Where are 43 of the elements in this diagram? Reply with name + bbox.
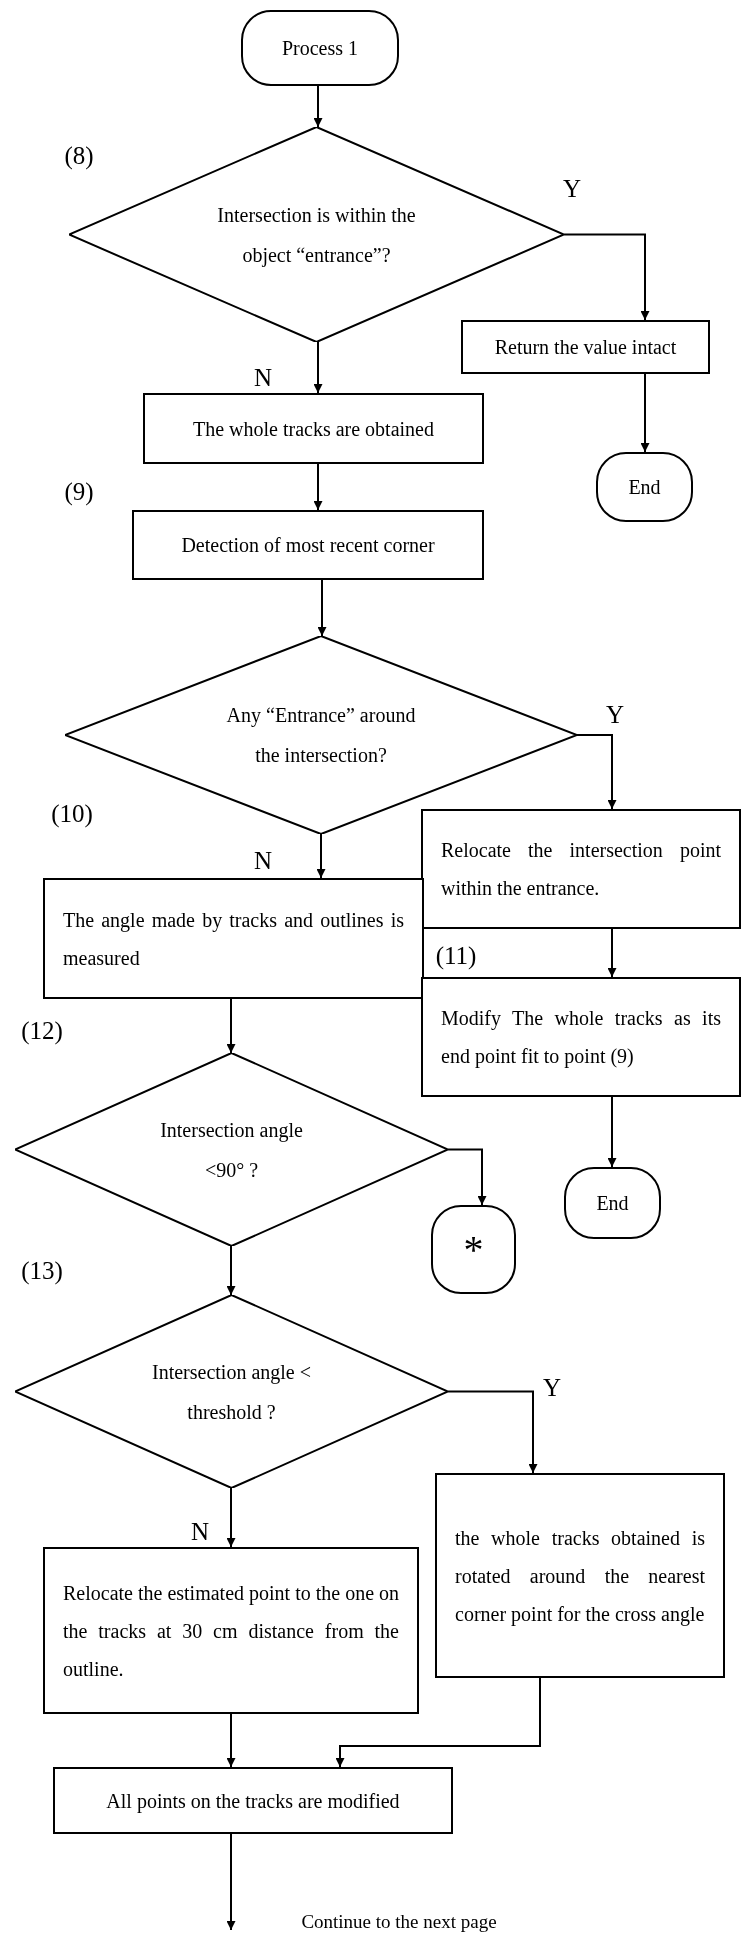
arrow [576,734,617,810]
arrow [226,1245,236,1296]
process-box: Return the value intact [461,320,710,374]
process-box: Detection of most recent corner [132,510,484,580]
arrow [335,1677,541,1768]
note: Continue to the next page [301,1911,497,1933]
step-number: (8) [64,142,94,170]
process-box: All points on the tracks are modified [53,1767,453,1834]
decision-text: Any “Entrance” around the intersection? [225,703,417,768]
step-number: (13) [21,1257,63,1285]
connector-terminal: * [431,1205,516,1294]
step-number: (11) [435,942,477,970]
arrow [313,463,323,511]
arrow [316,833,326,879]
arrow [447,1390,538,1474]
decision-diamond [15,1295,448,1488]
step-number: (10) [51,800,93,828]
arrow [313,341,323,394]
terminal-shape: End [596,452,693,522]
arrow [226,998,236,1054]
process-box: Relocate the intersection point within the entrance. [421,809,741,929]
arrow [226,1713,236,1768]
process-box: the whole tracks obtained is rotated around the nearest corner point for the cross angle [435,1473,725,1678]
arrow [640,373,650,453]
decision-text: Intersection angle < threshold ? [151,1359,312,1425]
arrow [226,1833,236,1931]
arrow [607,928,617,978]
process-box: The whole tracks are obtained [143,393,484,464]
decision-text: Intersection is within the object “entrance”? [216,202,417,269]
terminal-shape: Process 1 [241,10,399,86]
arrow [226,1487,236,1548]
arrow [313,85,323,128]
process-box: Modify The whole tracks as its end point fit to point (9) [421,977,741,1097]
step-number: (12) [21,1017,63,1045]
step-number: (9) [64,478,94,506]
arrow [447,1148,487,1206]
arrow [607,1096,617,1168]
arrow [563,233,650,321]
terminal-shape: End [564,1167,661,1239]
process-box: Relocate the estimated point to the one on the tracks at 30 cm distance from the outline. [43,1547,419,1714]
process-box: The angle made by tracks and outlines is measured [43,878,424,999]
decision-text: Intersection angle <90° ? [159,1117,304,1183]
arrow [317,579,327,637]
